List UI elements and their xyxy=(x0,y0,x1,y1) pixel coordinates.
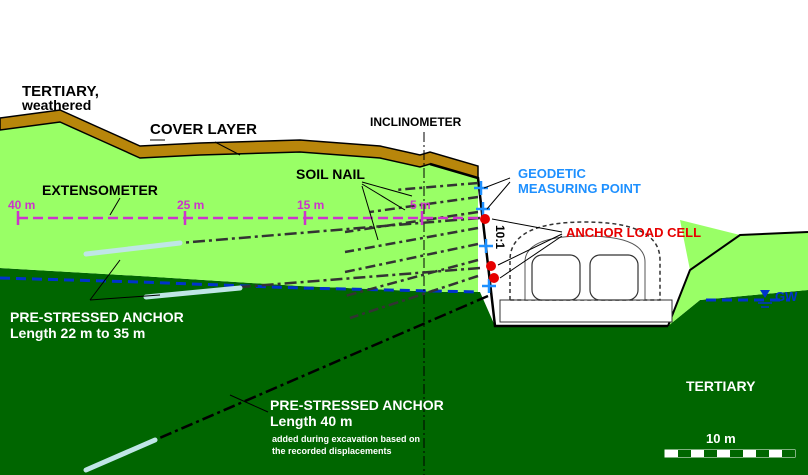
geodetic-label-1: GEODETIC xyxy=(518,166,587,181)
anchor-group-1 xyxy=(83,216,481,300)
tertiary-layer xyxy=(0,268,808,475)
extensometer xyxy=(16,211,480,225)
tertiary-weathered-label-2: weathered xyxy=(21,97,91,113)
anchor2-label-2: Length 40 m xyxy=(270,413,352,429)
cover-layer-label: COVER LAYER xyxy=(150,121,257,138)
anchor2-label-1: PRE-STRESSED ANCHOR xyxy=(270,397,444,413)
inclinometer-label: INCLINOMETER xyxy=(370,115,462,129)
anchor2-note-2: the recorded displacements xyxy=(272,446,392,456)
geodetic-points xyxy=(474,181,496,293)
extensometer-label: EXTENSOMETER xyxy=(42,182,158,198)
scale-bar: 10 m xyxy=(664,431,796,458)
soil-nail-label: SOIL NAIL xyxy=(296,166,365,182)
gw-label: GW xyxy=(775,289,798,304)
geodetic-label-2: MEASURING POINT xyxy=(518,181,641,196)
extensometer-mark-40: 40 m xyxy=(8,198,35,212)
tunnel-structure xyxy=(499,221,673,323)
groundwater-line xyxy=(0,276,790,308)
extensometer-mark-25: 25 m xyxy=(177,198,204,212)
anchor-load-cells xyxy=(480,214,499,283)
anchor1-label-1: PRE-STRESSED ANCHOR xyxy=(10,309,184,325)
extensometer-mark-15: 15 m xyxy=(297,198,324,212)
anchor1-label-2: Length 22 m to 35 m xyxy=(10,325,145,341)
anchor-bar-2 xyxy=(143,285,243,300)
right-slope-soil xyxy=(668,220,808,326)
right-slope-outline xyxy=(667,231,808,327)
soil-nails xyxy=(344,181,479,320)
anchor-load-cell-label: ANCHOR LOAD CELL xyxy=(566,225,701,240)
scale-bar-label: 10 m xyxy=(706,431,736,446)
anchor2-note-1: added during excavation based on xyxy=(272,434,420,444)
pointer-lines xyxy=(89,139,563,413)
extensometer-mark-5: 5 m xyxy=(410,198,431,212)
tertiary-weathered-label-1: TERTIARY, xyxy=(22,83,99,100)
anchor-group-2 xyxy=(83,294,489,473)
tertiary-label: TERTIARY xyxy=(686,378,756,394)
slope-ratio-label: 10:1 xyxy=(493,225,507,249)
anchor-bar-3 xyxy=(83,437,158,473)
anchor-bar-1 xyxy=(83,240,183,257)
